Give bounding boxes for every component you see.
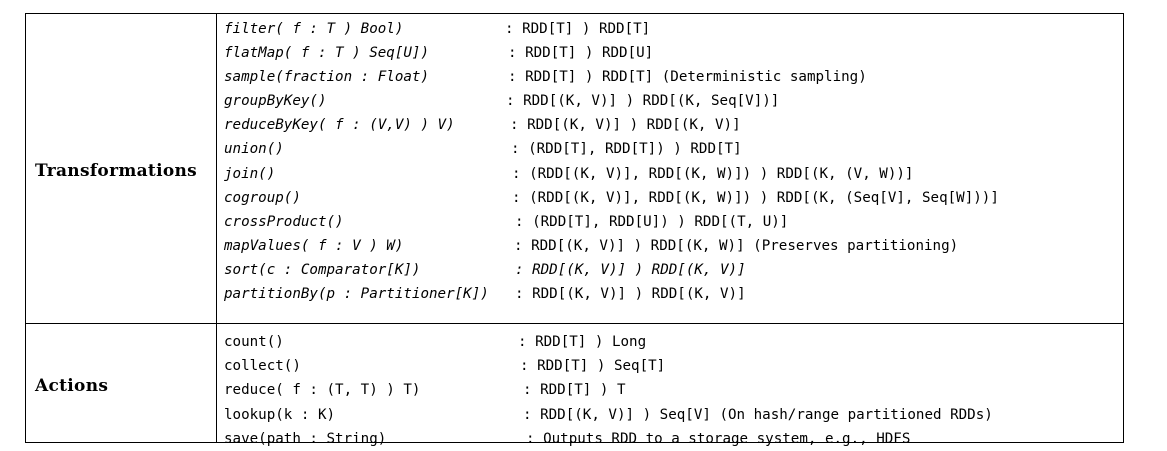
- operation-signature: reduce( f : (T, T) ) T): [224, 382, 421, 399]
- operation-signature: filter( f : T ) Bool): [224, 21, 404, 37]
- operation-type: : (RDD[(K, V)], RDD[(K, W)]) ) RDD[(K, (…: [512, 189, 999, 206]
- column-divider: [216, 14, 217, 442]
- operation-type: : (RDD[(K, V)], RDD[(K, W)]) ) RDD[(K, (…: [512, 165, 914, 182]
- operation-type: : RDD[(K, V)] ) RDD[(K, W)] (Preserves p…: [514, 237, 959, 254]
- operation-type: : (RDD[T], RDD[T]) ) RDD[T]: [511, 141, 742, 158]
- operations-table: Transformations Actions filter( f : T ) …: [25, 13, 1124, 447]
- operation-type: : RDD[T] ) RDD[U]: [508, 45, 654, 62]
- category-transformations-label: Transformations: [35, 161, 198, 181]
- operation-signature: crossProduct(): [224, 213, 344, 230]
- operation-signature: join(): [224, 165, 276, 182]
- operation-type: : RDD[T] ) Seq[T]: [520, 358, 666, 375]
- operation-signature: lookup(k : K): [224, 406, 336, 423]
- category-actions-label: Actions: [35, 376, 109, 396]
- operation-signature: count(): [224, 334, 284, 350]
- operation-type: : RDD[T] ) RDD[T] (Deterministic samplin…: [508, 69, 867, 86]
- row-divider: [26, 323, 1123, 324]
- operation-type: : RDD[(K, V)] ) RDD[(K, V)]: [510, 117, 741, 134]
- operation-signature: partitionBy(p : Partitioner[K]): [224, 286, 489, 303]
- operation-signature: flatMap( f : T ) Seq[U]): [224, 45, 429, 62]
- operation-type: : RDD[T] ) RDD[T]: [505, 21, 651, 37]
- operation-type: : RDD[T] ) T: [523, 382, 626, 399]
- operation-type: : RDD[(K, V)] ) RDD[(K, V)]: [515, 286, 746, 303]
- operation-signature: collect(): [224, 358, 301, 375]
- operation-signature: save(path : String): [224, 430, 387, 447]
- operation-signature: reduceByKey( f : (V,V) ) V): [224, 117, 455, 134]
- operation-signature: cogroup(): [224, 189, 301, 206]
- operation-type: : (RDD[T], RDD[U]) ) RDD[(T, U)]: [515, 213, 789, 230]
- operation-type: : RDD[(K, V)] ) Seq[V] (On hash/range pa…: [523, 406, 993, 423]
- operation-signature: groupByKey(): [224, 93, 327, 110]
- operation-signature: mapValues( f : V ) W): [224, 237, 404, 254]
- operation-type: : RDD[T] ) Long: [518, 334, 647, 350]
- operation-type: : RDD[(K, V)] ) RDD[(K, V)]: [515, 261, 746, 278]
- operation-signature: sample(fraction : Float): [224, 69, 429, 86]
- operation-signature: sort(c : Comparator[K]): [224, 261, 421, 278]
- operation-signature: union(): [224, 141, 284, 158]
- operation-type: : RDD[(K, V)] ) RDD[(K, Seq[V])]: [506, 93, 780, 110]
- operation-type: : Outputs RDD to a storage system, e.g.,…: [526, 430, 911, 447]
